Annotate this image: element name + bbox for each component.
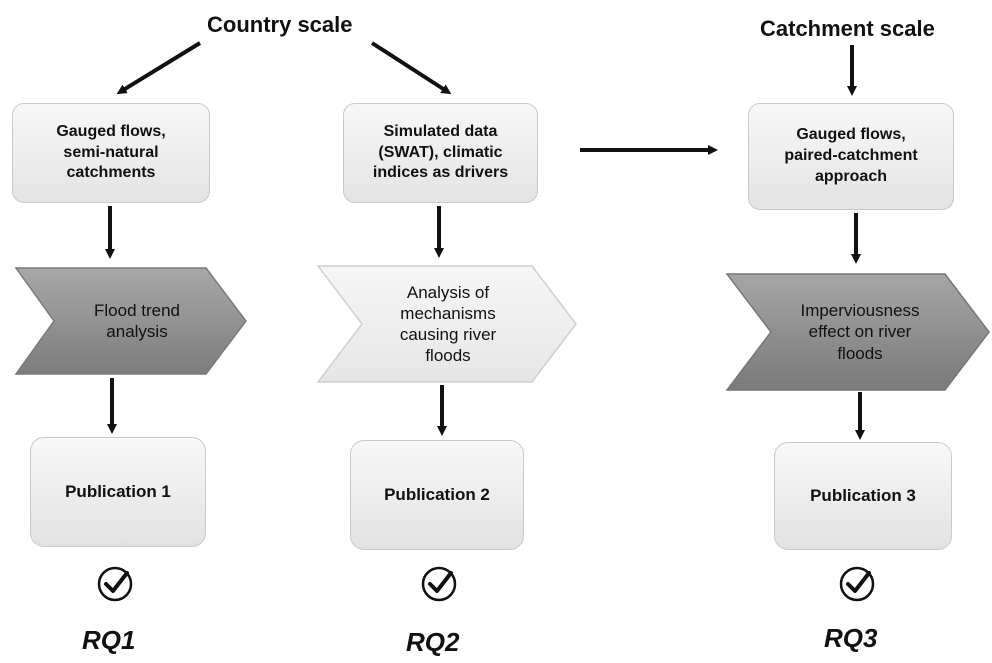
rq-label-2: RQ2 (406, 627, 460, 657)
check-circle-icon (421, 566, 457, 602)
check-circle-icon (839, 566, 875, 602)
analysis-chevron-3 (725, 273, 990, 391)
analysis-chevron-2 (316, 265, 577, 383)
publication-box-3: Publication 3 (774, 442, 952, 550)
publication-box-2: Publication 2 (350, 440, 524, 550)
input-box-3: Gauged flows, paired-catchment approach (748, 103, 954, 210)
analysis-label-3: Imperviousness effect on river floods (800, 301, 920, 363)
catchment-scale-title: Catchment scale (760, 16, 935, 41)
arrow-country-to-input-2 (370, 41, 452, 95)
input-box-2: Simulated data (SWAT), climatic indices … (343, 103, 538, 203)
rq-label-3: RQ3 (824, 623, 878, 653)
input-box-1: Gauged flows, semi-natural catchments (12, 103, 210, 203)
analysis-chevron-1 (14, 267, 247, 375)
arrow-country-to-input-1 (116, 41, 202, 95)
publication-box-1: Publication 1 (30, 437, 206, 547)
rq-label-1: RQ1 (82, 625, 136, 655)
check-circle-icon (97, 566, 133, 602)
analysis-label-2: Analysis of mechanisms causing river flo… (399, 282, 497, 366)
country-scale-title: Country scale (207, 12, 353, 37)
analysis-label-1: Flood trend analysis (94, 300, 180, 341)
